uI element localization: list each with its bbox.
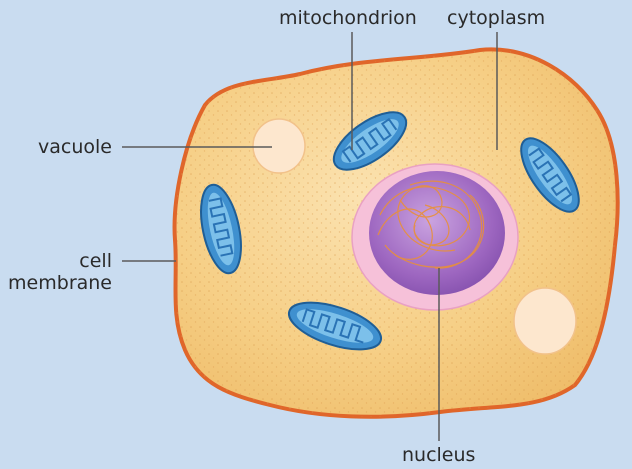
label-vacuole: vacuole [38,136,112,158]
nucleus [352,164,518,310]
label-nucleus: nucleus [402,444,475,466]
nucleus-body [369,171,505,295]
label-cell-line1: cell [8,250,112,272]
vacuole [253,119,305,173]
label-cell-line2: membrane [8,272,112,294]
label-mitochondrion: mitochondrion [279,7,417,29]
vacuole-2 [514,288,576,354]
label-cytoplasm: cytoplasm [447,7,545,29]
label-cell-membrane: cell membrane [8,250,112,294]
